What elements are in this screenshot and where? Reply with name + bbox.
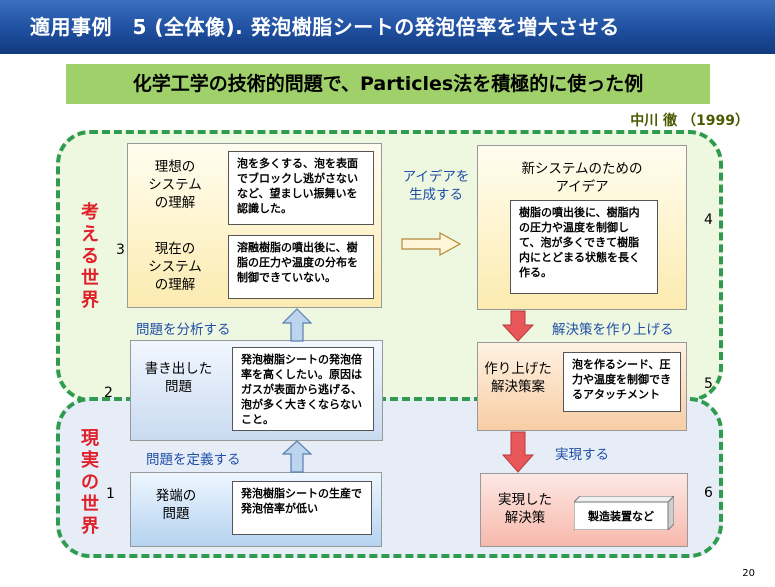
step-number-1: 1: [106, 486, 115, 502]
initial-problem-label: 発端の 問題: [155, 488, 197, 522]
up-arrow-define-icon: [281, 440, 313, 473]
new-system-idea-label: 新システムのための アイデア: [521, 161, 643, 195]
step-number-6: 6: [704, 485, 713, 501]
realized-solution-label: 実現した 解決策: [498, 492, 552, 526]
ideal-system-label: 理想の システム の理解: [148, 159, 202, 211]
ideal-system-text: 泡を多くする、泡を表面でブロックし逃がさない など、望ましい振舞いを認識した。: [228, 151, 374, 225]
step-number-2: 2: [104, 385, 113, 401]
initial-problem-text: 発泡樹脂シートの生産で発泡倍率が低い: [232, 481, 372, 535]
slide-subtitle: 化学工学の技術的問題で、Particles法を積極的に使った例: [66, 64, 710, 104]
analyze-problem-label: 問題を分析する: [136, 322, 231, 338]
built-solution-label: 作り上げた 解決策案: [484, 361, 552, 395]
realized-solution-text: 製造装置など: [588, 510, 654, 523]
written-problem-text: 発泡樹脂シートの発泡倍率を高くしたい。原因はガスが表面から逃げる、泡が多く大きく…: [232, 347, 374, 431]
step-number-3: 3: [116, 242, 125, 258]
equipment-block-icon: [572, 494, 676, 532]
down-arrow-build-icon: [501, 310, 535, 342]
author-credit: 中川 徹 （1999）: [630, 113, 749, 129]
define-problem-label: 問題を定義する: [146, 452, 241, 468]
current-system-text: 溶融樹脂の噴出後に、樹脂の圧力や温度の分布を制御できていない。: [228, 235, 374, 299]
built-solution-text: 泡を作るシード、圧力や温度を制御できるアタッチメント: [563, 352, 681, 412]
step-number-4: 4: [704, 212, 713, 228]
generate-idea-label: アイデアを 生成する: [402, 169, 470, 203]
right-arrow-icon: [400, 231, 462, 257]
step-number-5: 5: [704, 376, 713, 392]
current-system-label: 現在の システム の理解: [148, 241, 202, 293]
page-number: 20: [742, 568, 755, 579]
written-problem-label: 書き出した 問題: [144, 361, 213, 395]
up-arrow-analyze-icon: [281, 308, 313, 342]
slide-title: 適用事例 5 (全体像). 発泡樹脂シートの発泡倍率を増大させる: [0, 0, 775, 54]
down-arrow-realize-icon: [501, 431, 535, 473]
build-solution-label: 解決策を作り上げる: [552, 322, 674, 338]
think-world-label: 考える世界: [81, 202, 99, 311]
new-system-idea-text: 樹脂の噴出後に、樹脂内の圧力や温度を制御して、泡が多くできて樹脂内にとどまる状態…: [510, 200, 658, 294]
realize-label: 実現する: [555, 447, 609, 463]
real-world-label: 現実の世界: [81, 428, 99, 537]
